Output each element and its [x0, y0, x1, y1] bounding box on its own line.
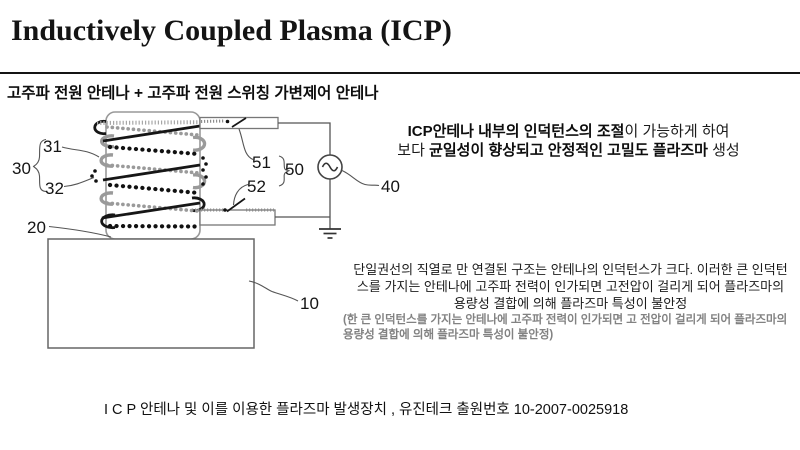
winding-tap-dots: [90, 156, 208, 186]
label-switch-b: 52: [247, 177, 266, 196]
top-feed-bus: [199, 116, 279, 130]
label-window: 20: [27, 218, 46, 237]
bottom-feed-bus: [192, 197, 276, 226]
ground-icon: [319, 228, 341, 239]
body-line-2: 스를 가지는 안테나에 고주파 전력이 인가되면 고전압이 걸리게 되어 플라즈…: [356, 279, 785, 295]
label-coil-b: 32: [45, 179, 64, 198]
coil-edge-loops: [93, 119, 207, 230]
paren-line-2: 용량성 결합에 의해 플라즈마 특성이 불안정): [343, 328, 554, 341]
label-switch-group: 50: [285, 160, 304, 179]
label-rf-source: 40: [381, 177, 400, 196]
switch-blade-icon: [226, 197, 246, 213]
label-switch-a: 51: [252, 153, 271, 172]
plasma-chamber: [47, 238, 255, 349]
paren-note: (한 큰 인덕턴스를 가지는 안테나에 고주파 전력이 인가되면 고 전압이 걸…: [343, 313, 800, 342]
label-antenna-group: 30: [12, 159, 31, 178]
reference-numerals: 31 30 32 20 10 51 50 52 40: [12, 137, 400, 313]
highlight-rest-1: 이 가능하게 하여: [624, 123, 730, 140]
highlight-note: ICP안테나 내부의 인덕턴스의 조절이 가능하게 하여 보다 균일성이 향상되…: [345, 123, 792, 160]
switch-contact-dot: [223, 208, 227, 212]
coil-windings: [96, 120, 223, 229]
slide-subtitle: 고주파 전원 안테나 + 고주파 전원 스위칭 가변제어 안테나: [7, 85, 379, 102]
label-coil-a: 31: [43, 137, 62, 156]
body-line-3: 용량성 결합에 의해 플라즈마 특성이 불안정: [453, 296, 688, 312]
leader-lines: [32, 128, 380, 302]
patent-caption: I C P 안테나 및 이를 이용한 플라즈마 발생장치 , 유진테크 출원번호…: [104, 402, 629, 418]
paren-line-1: (한 큰 인덕턴스를 가지는 안테나에 고주파 전력이 인가되면 고 전압이 걸…: [343, 314, 788, 326]
body-note: 단일권선의 직열로 만 연결된 구조는 안테나의 인덕턴스가 크다. 이러한 큰…: [343, 261, 798, 313]
highlight-line-2: 보다 균일성이 향상되고 안정적인 고밀도 플라즈마 생성: [345, 142, 792, 161]
highlight-rest-2: 생성: [707, 141, 740, 159]
label-chamber: 10: [300, 294, 319, 313]
highlight-bold-2: 균일성이 향상되고 안정적인 고밀도 플라즈마: [429, 141, 708, 159]
switch-contact-dot: [225, 119, 230, 124]
rf-wiring: [275, 122, 331, 229]
ac-source-icon: [317, 154, 343, 180]
body-line-1: 단일권선의 직열로 만 연결된 구조는 안테나의 인덕턴스가 크다. 이러한 큰…: [353, 262, 788, 277]
switch-blade-icon: [231, 117, 247, 128]
highlight-bold-1: ICP안테나 내부의 인덕턴스의 조절: [407, 123, 625, 140]
title-divider: [0, 72, 800, 74]
highlight-line-1: ICP안테나 내부의 인덕턴스의 조절이 가능하게 하여: [345, 123, 792, 142]
highlight-pre-2: 보다: [397, 141, 430, 159]
slide-title: Inductively Coupled Plasma (ICP): [11, 14, 452, 47]
